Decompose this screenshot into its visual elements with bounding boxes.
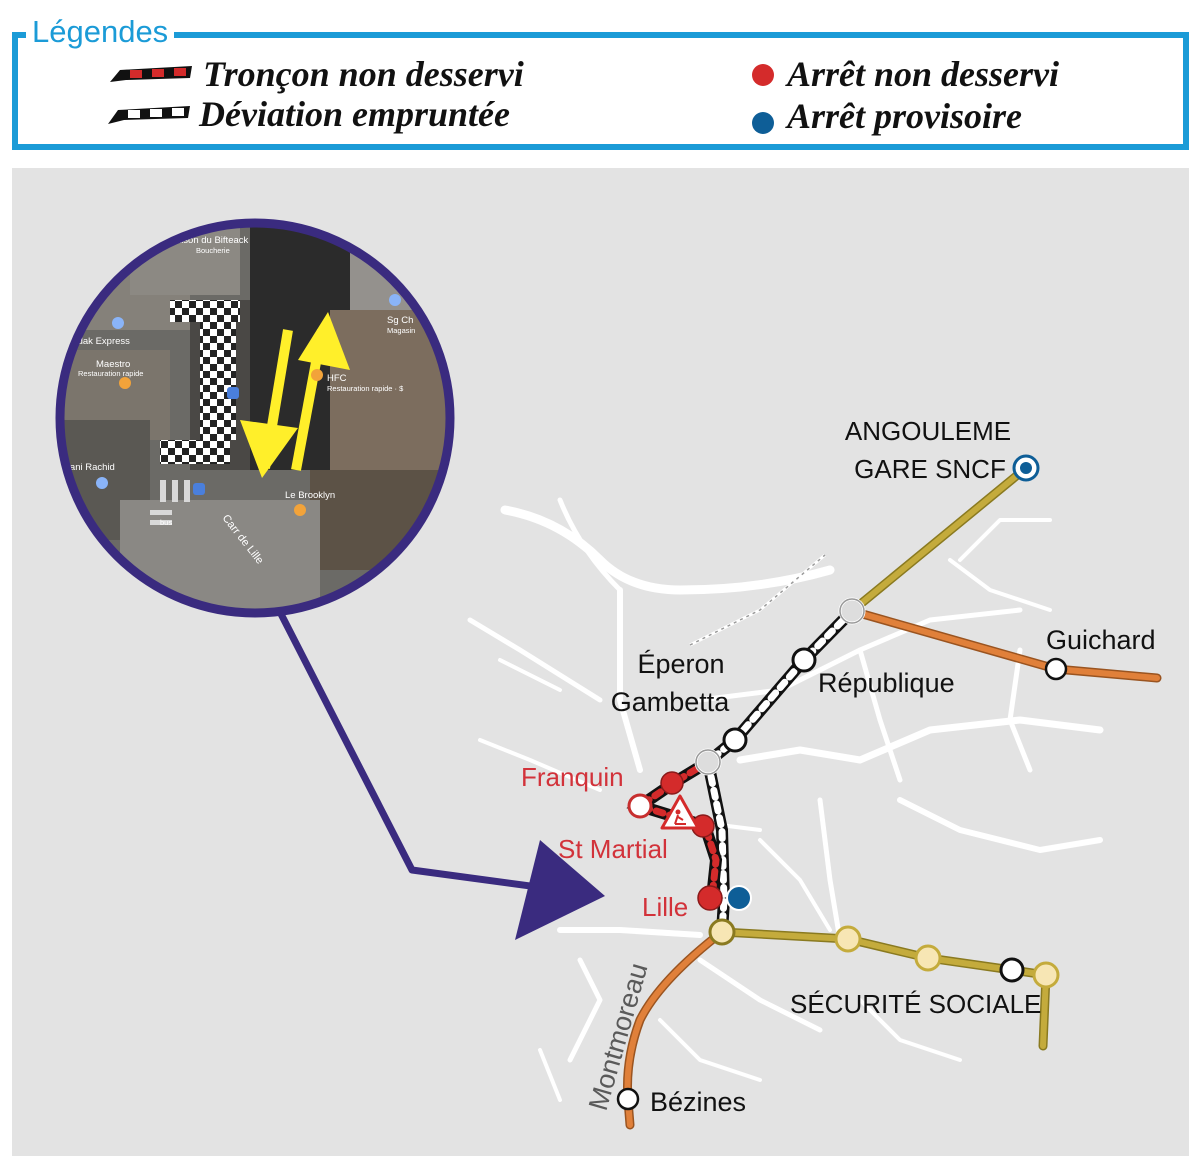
label-eperon-2: Gambetta: [611, 687, 731, 717]
label-securite: SÉCURITÉ SOCIALE: [790, 989, 1041, 1019]
svg-text:Maison du Bifteack: Maison du Bifteack: [168, 235, 249, 246]
stop-franquin-open: [627, 793, 653, 819]
stop-franquin-red: [660, 771, 684, 795]
stop-lille-red: [697, 885, 723, 911]
inset-border: [55, 218, 455, 618]
svg-text:Restauration rapide: Restauration rapide: [78, 369, 143, 378]
railway: [689, 553, 826, 647]
transit-lines: [623, 463, 1162, 1130]
svg-text:bus: bus: [160, 518, 172, 527]
bus-stop-icon: [227, 387, 239, 399]
label-lille: Lille: [642, 892, 688, 922]
inset-satellite-view: Maison du Bifteack Boucherie Sg Ch Magas…: [60, 223, 450, 613]
location-pin-icon: [389, 294, 401, 306]
stop-lille-provisoire: [726, 885, 752, 911]
legend-blue-stop-symbol: [752, 112, 774, 134]
stop-olive-1: [708, 918, 736, 946]
legend-red-stop-symbol: [752, 64, 774, 86]
restaurant-pin-icon: [311, 369, 323, 381]
svg-text:Magasin: Magasin: [387, 326, 415, 335]
svg-text:HFC: HFC: [327, 373, 347, 384]
stop-olive-2: [834, 925, 862, 953]
legend-label-deviation: Déviation empruntée: [199, 94, 510, 134]
label-franquin: Franquin: [521, 762, 624, 792]
roadworks-warning-icon: [660, 794, 700, 830]
stop-securite-marker: [999, 957, 1025, 983]
svg-text:Sg Ch: Sg Ch: [387, 315, 413, 326]
location-pin-icon: [112, 317, 124, 329]
legend-label-arret-non-desservi: Arrêt non desservi: [787, 54, 1060, 94]
legend-title: Légendes: [26, 12, 175, 52]
stop-olive-3: [914, 944, 942, 972]
label-republique: République: [818, 668, 955, 698]
svg-text:Restauration rapide · $: Restauration rapide · $: [327, 384, 404, 393]
callout-arrow: [276, 610, 605, 940]
stop-guichard-marker: [1044, 657, 1068, 681]
label-gare-1: ANGOULEME: [845, 416, 1011, 446]
stop-mid-marker: [722, 727, 748, 753]
restaurant-pin-icon: [119, 377, 131, 389]
stop-markers: [616, 454, 1068, 1111]
location-pin-icon: [96, 477, 108, 489]
label-bezines: Bézines: [650, 1087, 746, 1117]
legend-red-line-symbol: [110, 66, 192, 82]
stop-olive-4: [1032, 961, 1060, 989]
svg-text:Kodak Express: Kodak Express: [66, 336, 130, 347]
bus-stop-icon: [193, 483, 205, 495]
legend-box: [12, 32, 1189, 150]
stop-bezines-marker: [616, 1087, 640, 1111]
restaurant-pin-icon: [294, 504, 306, 516]
legend-label-troncon: Tronçon non desservi: [203, 54, 524, 94]
label-st-martial: St Martial: [558, 834, 668, 864]
svg-text:Le Brooklyn: Le Brooklyn: [285, 490, 335, 501]
label-gare-2: GARE SNCF: [854, 454, 1006, 484]
svg-text:Maestro: Maestro: [96, 359, 130, 370]
svg-text:mani Rachid: mani Rachid: [62, 462, 115, 473]
legend-checker-line-symbol: [108, 106, 190, 124]
legend-label-arret-provisoire: Arrêt provisoire: [787, 96, 1023, 136]
street-network: [467, 497, 1104, 1102]
label-guichard: Guichard: [1046, 625, 1156, 655]
svg-text:Boucherie: Boucherie: [196, 246, 230, 255]
label-eperon-1: Éperon: [637, 649, 724, 679]
stop-republique-marker: [791, 647, 817, 673]
